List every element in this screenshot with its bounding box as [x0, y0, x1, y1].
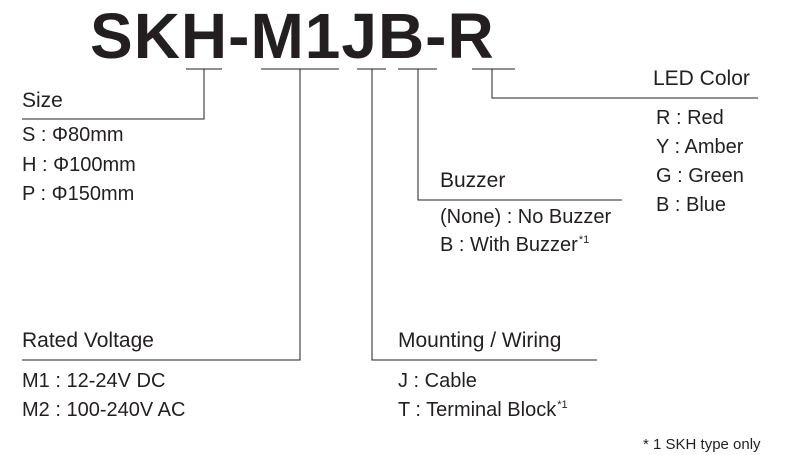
mounting-item-j: J : Cable — [398, 370, 477, 392]
size-item-p: P : Φ150mm — [22, 183, 135, 205]
voltage-item-m2: M2 : 100-240V AC — [22, 399, 186, 421]
footnote-marker: *1 — [557, 399, 568, 411]
model-code: SKH-M1JB-R — [90, 0, 495, 72]
led-title: LED Color — [653, 67, 750, 90]
size-item-h: H : Φ100mm — [22, 154, 136, 176]
footnote: * 1 SKH type only — [643, 436, 761, 453]
led-item-g: G : Green — [656, 165, 744, 187]
led-item-y: Y : Amber — [656, 136, 744, 158]
buzzer-item-b-label: B : With Buzzer — [440, 234, 578, 256]
voltage-title: Rated Voltage — [22, 329, 154, 352]
mounting-item-t: T : Terminal Block*1 — [398, 399, 568, 421]
led-item-r: R : Red — [656, 107, 724, 129]
leader-size — [22, 69, 205, 120]
size-item-s: S : Φ80mm — [22, 124, 124, 146]
mounting-title: Mounting / Wiring — [398, 329, 562, 352]
size-title: Size — [22, 89, 63, 112]
leader-led — [491, 69, 758, 99]
led-item-b: B : Blue — [656, 194, 727, 216]
footnote-marker: *1 — [578, 234, 590, 246]
buzzer-item-b: B : With Buzzer*1 — [440, 234, 590, 256]
buzzer-item-none: (None) : No Buzzer — [440, 206, 612, 228]
leader-buzzer — [417, 69, 622, 201]
leader-mounting — [371, 69, 597, 361]
voltage-item-m1: M1 : 12-24V DC — [22, 370, 166, 392]
mounting-item-t-label: T : Terminal Block — [398, 399, 557, 421]
buzzer-title: Buzzer — [440, 169, 506, 192]
leader-voltage — [22, 69, 301, 361]
